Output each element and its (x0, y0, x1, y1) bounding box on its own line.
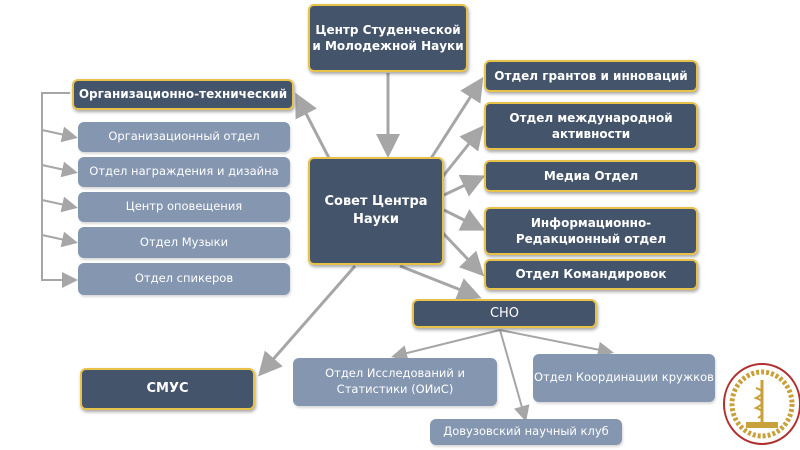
research-stats-box: Отдел Исследований и Статистики (ОИиС) (293, 358, 497, 406)
speakers-dept-box: Отдел спикеров (78, 263, 290, 295)
pre-university-club-box: Довузовский научный клуб (430, 419, 622, 445)
university-emblem-logo (723, 363, 800, 445)
center-student-science-box: Центр Студенческой и Молодежной Науки (308, 4, 468, 72)
org-tech-box: Организационно-технический (72, 79, 294, 110)
award-design-box: Отдел награждения и дизайна (78, 157, 290, 187)
notification-center-box: Центр оповещения (78, 192, 290, 222)
arrow-council-orgtech (295, 92, 332, 161)
org-dept-box: Организационный отдел (78, 122, 290, 152)
business-trips-box: Отдел Командировок (484, 259, 698, 290)
circles-coordination-box: Отдел Координации кружков (533, 354, 715, 402)
council-box: Совет Центра Науки (308, 157, 444, 265)
smus-box: СМУС (80, 368, 255, 410)
music-dept-box: Отдел Музыки (78, 227, 290, 258)
sno-box: СНО (412, 299, 597, 328)
grants-box: Отдел грантов и инноваций (484, 60, 698, 92)
info-editorial-box: Информационно-Редакционный отдел (484, 207, 698, 255)
media-box: Медиа Отдел (484, 160, 698, 192)
international-box: Отдел международной активности (484, 102, 698, 150)
